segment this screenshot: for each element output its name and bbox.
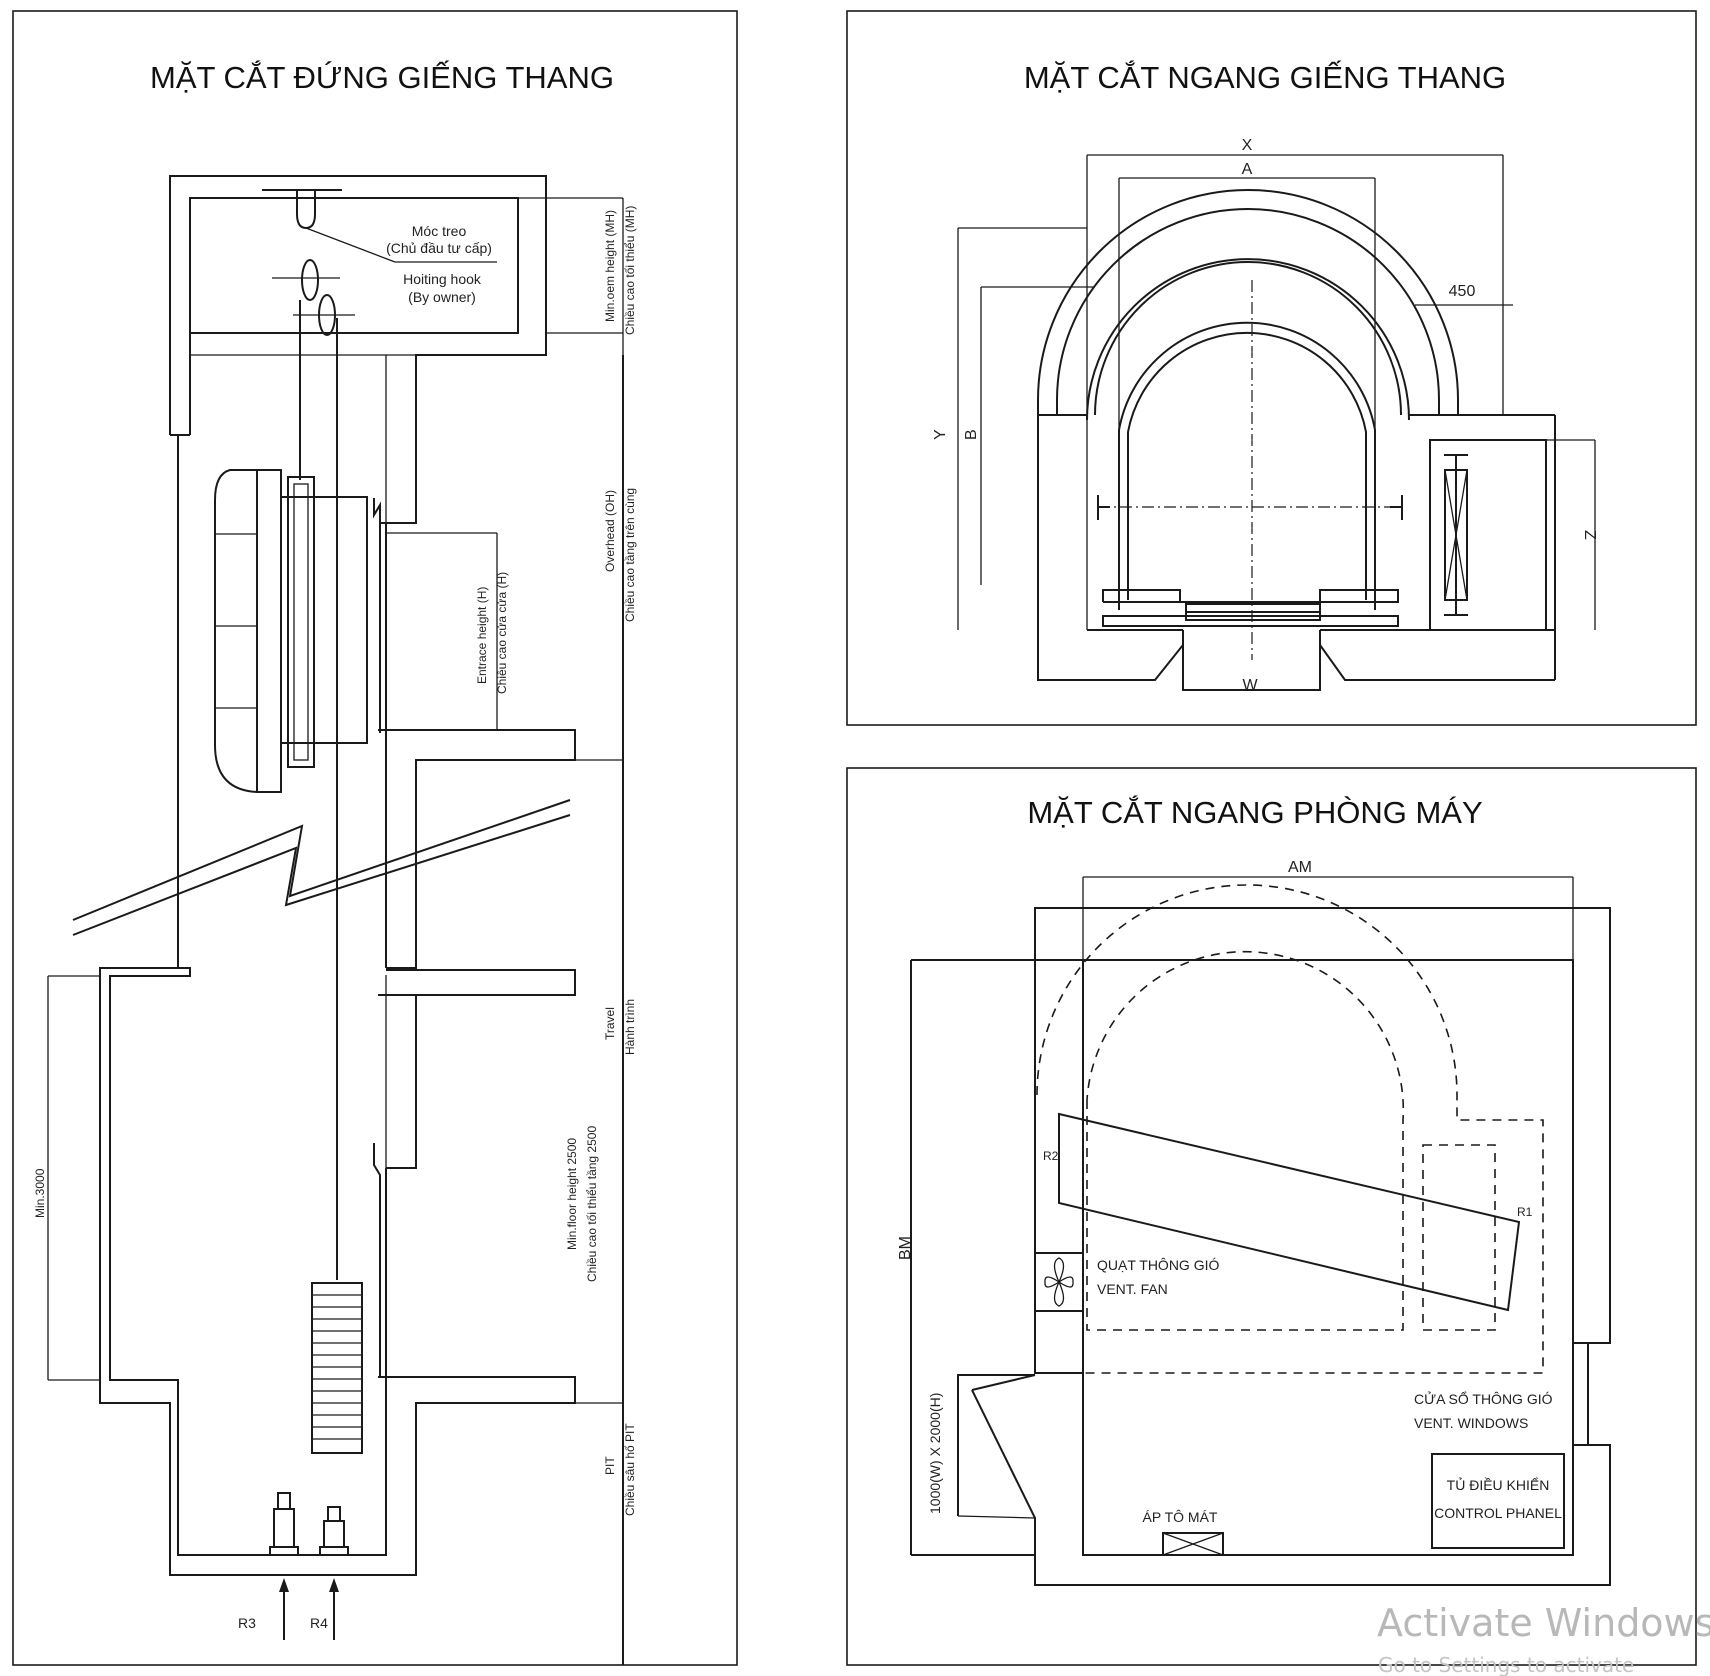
dim-x: X [1242, 137, 1253, 154]
panel-title: MẶT CẮT ĐỨNG GIẾNG THANG [150, 59, 614, 95]
panel-title: MẶT CẮT NGANG GIẾNG THANG [1024, 59, 1506, 95]
machine-bedplate [1058, 1112, 1521, 1312]
vent-window-vi: CỬA SỔ THÔNG GIÓ [1414, 1390, 1553, 1407]
vent-fan-en: VENT. FAN [1097, 1281, 1168, 1297]
counterweight [311, 1282, 363, 1454]
elevator-car [214, 469, 368, 793]
overhead-en: Overhead (OH) [603, 490, 617, 572]
min-3000-label: Min.3000 [33, 1168, 47, 1218]
control-panel-box [1431, 1453, 1565, 1549]
landing-door-upper [373, 498, 498, 733]
hook-label-vi: Móc treo [412, 223, 467, 239]
hook-label-vi-sub: (Chủ đầu tư cấp) [386, 240, 492, 256]
min-overhead-en: Min.oem height (MH) [603, 210, 617, 322]
min-overhead-vi: Chiều cao tối thiểu (MH) [623, 206, 637, 335]
hook-label-en-sub: (By owner) [408, 289, 476, 305]
counterweight-plan [1429, 439, 1547, 631]
control-panel-vi: TỦ ĐIỀU KHIỂN [1447, 1476, 1550, 1493]
travel-en: Travel [603, 1007, 617, 1040]
pit-buffers [269, 1492, 349, 1556]
reaction-r4-label: R4 [310, 1615, 328, 1631]
circuit-breaker [1162, 1532, 1224, 1556]
shaft-arches [1037, 189, 1556, 680]
vent-window-en: VENT. WINDOWS [1414, 1415, 1528, 1431]
landing-door-lower [373, 975, 387, 1378]
panel-frame [12, 10, 738, 1666]
hoistway-outline-dashed [1036, 884, 1544, 1374]
vent-fan [1034, 1252, 1084, 1312]
hook-label-en: Hoiting hook [403, 271, 482, 287]
min-floor-height-en: Min.floor height 2500 [565, 1138, 579, 1250]
dim-450: 450 [1449, 283, 1476, 300]
shaft-walls [47, 355, 624, 1665]
reaction-r3-label: R3 [238, 1615, 256, 1631]
dim-y: Y [932, 429, 949, 440]
dimension-frames [957, 154, 1596, 630]
machine-room-panel: MẶT CẮT NGANG PHÒNG MÁY AM BM 1000(W) X … [846, 767, 1697, 1666]
r2-label: R2 [1043, 1149, 1059, 1163]
watermark-line2: Go to Settings to activate [1378, 1653, 1634, 1676]
vertical-section-panel: MẶT CẮT ĐỨNG GIẾNG THANG Móc treo (Chủ đ… [12, 10, 738, 1666]
reaction-arrows [279, 1578, 339, 1640]
breaker-label: ÁP TÔ MÁT [1143, 1509, 1218, 1525]
guide-rails [1097, 495, 1403, 520]
break-line [72, 799, 571, 921]
break-line-2 [72, 814, 571, 936]
door-size-label: 1000(W) X 2000(H) [927, 1393, 943, 1514]
watermark-line1: Activate Windows [1377, 1601, 1710, 1645]
dim-w: W [1242, 677, 1258, 694]
pit-vi: Chiều sâu hố PIT [623, 1423, 637, 1516]
pit-en: PIT [603, 1456, 617, 1475]
dim-z: Z [1581, 530, 1598, 540]
min-floor-height-vi: Chiều cao tối thiểu tầng 2500 [585, 1126, 599, 1282]
vent-fan-vi: QUẠT THÔNG GIÓ [1097, 1257, 1219, 1273]
travel-vi: Hành trình [623, 999, 637, 1055]
panel-frame [846, 767, 1697, 1666]
control-panel-en: CONTROL PHANEL [1434, 1505, 1562, 1521]
dimension-lines [575, 198, 624, 1404]
dim-a: A [1242, 161, 1253, 178]
dim-b: B [963, 429, 980, 440]
entrance-height-en: Entrace height (H) [475, 587, 489, 684]
dim-bm: BM [897, 1236, 914, 1260]
panel-title: MẶT CẮT NGANG PHÒNG MÁY [1027, 794, 1482, 830]
horizontal-shaft-panel: MẶT CẮT NGANG GIẾNG THANG X A 450 Y B Z … [846, 10, 1697, 726]
r1-label: R1 [1517, 1205, 1533, 1219]
overhead-vi: Chiều cao tầng trên cùng [623, 488, 637, 622]
door-sill [1037, 589, 1555, 691]
dim-am: AM [1288, 859, 1312, 876]
panel-frame [846, 10, 1697, 726]
entrance-height-vi: Chiều cao cửa cửa (H) [495, 572, 509, 694]
